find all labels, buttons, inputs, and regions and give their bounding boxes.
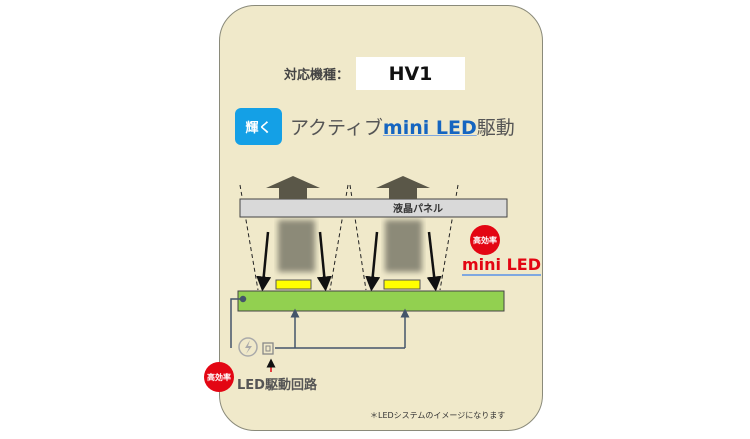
headline-badge: 輝く xyxy=(235,108,282,145)
model-label: 対応機種： xyxy=(284,68,350,83)
footnote: ＊LEDシステムのイメージになります xyxy=(370,411,506,420)
model-value: HV1 xyxy=(356,57,465,90)
driver-efficiency-badge: 高効率 xyxy=(204,362,234,392)
power-icon xyxy=(238,337,258,357)
light-column xyxy=(385,220,422,272)
led-board xyxy=(237,290,505,312)
efficiency-badge: 高効率 xyxy=(470,225,500,255)
headline-prefix: アクティブ xyxy=(290,117,383,139)
lcd-panel xyxy=(239,198,508,218)
headline-highlight: mini LED xyxy=(382,117,477,139)
headline-title: アクティブmini LED駆動 xyxy=(290,113,515,140)
light-column xyxy=(278,220,315,272)
light-arrows xyxy=(256,231,442,292)
lcd-panel-label: 液晶パネル xyxy=(393,204,443,215)
driver-label: LED駆動回路 xyxy=(237,378,317,393)
driver-wiring xyxy=(230,295,410,349)
mini-led-chip xyxy=(275,279,312,290)
mini-led-label: mini LED xyxy=(462,255,542,276)
up-arrow xyxy=(376,176,430,199)
headline-suffix: 駆動 xyxy=(476,117,515,139)
mini-led-chip xyxy=(383,279,421,290)
chip-icon xyxy=(262,342,274,355)
up-arrow xyxy=(266,176,320,199)
